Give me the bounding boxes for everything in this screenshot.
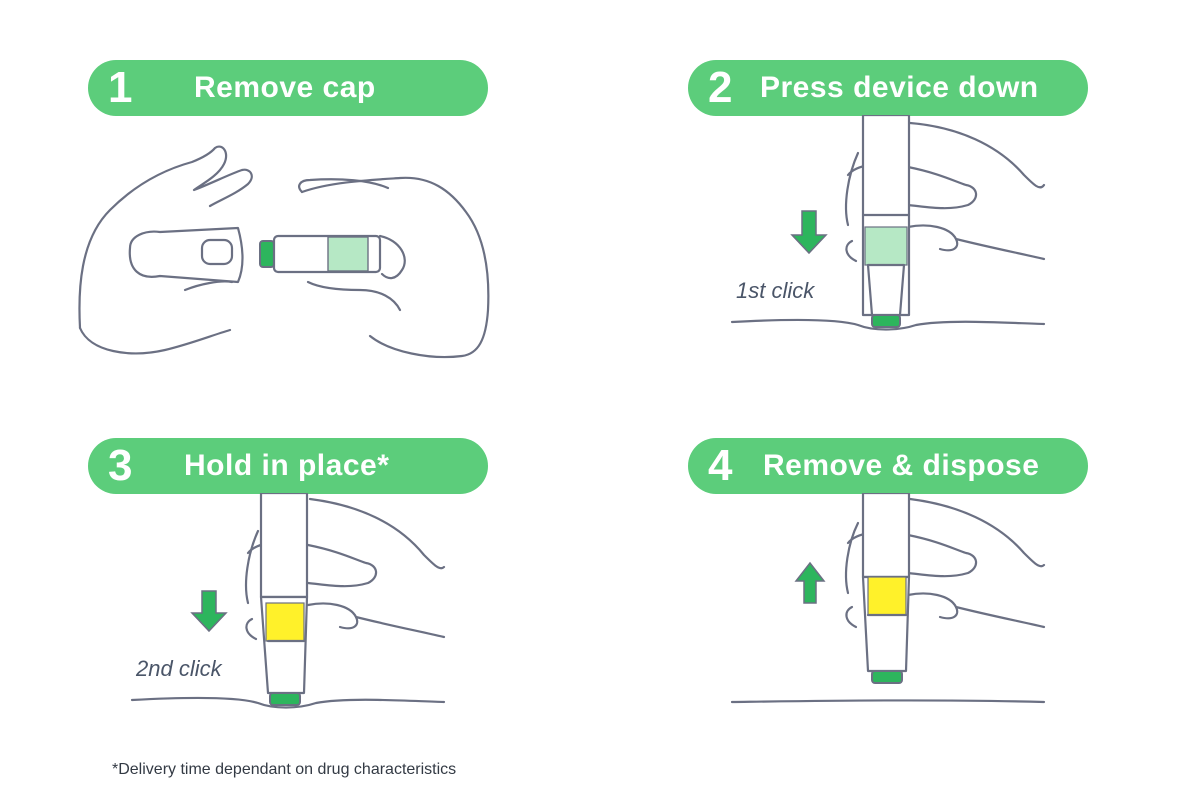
skin-line — [130, 696, 446, 709]
arrow-up-icon — [794, 561, 826, 604]
skin-line — [730, 318, 1046, 331]
device-window — [864, 226, 908, 266]
step-2-title: Press device down — [760, 71, 1039, 104]
step-3-illustration — [130, 493, 446, 709]
step-3-header: 3 Hold in place* — [88, 438, 488, 494]
footnote: *Delivery time dependant on drug charact… — [112, 761, 457, 778]
second-click-label: 2nd click — [136, 656, 222, 681]
device-window — [265, 602, 305, 642]
step-3-number: 3 — [108, 441, 133, 490]
device-tip — [259, 240, 275, 268]
device-tip — [269, 692, 301, 706]
step-1-header: 1 Remove cap — [88, 60, 488, 116]
skin-line — [730, 699, 1046, 704]
device-tip — [871, 670, 903, 684]
step-4-illustration — [730, 493, 1046, 704]
autoinjector-body — [259, 493, 309, 599]
device-tip — [871, 314, 901, 328]
step-1-title: Remove cap — [194, 71, 376, 104]
step-2-header: 2 Press device down — [688, 60, 1088, 116]
step-1-number: 1 — [108, 63, 133, 112]
step-3-title: Hold in place* — [184, 449, 390, 482]
autoinjector-body — [861, 493, 911, 579]
device-window — [327, 236, 369, 272]
arrow-down-icon — [790, 210, 828, 255]
device-window — [867, 576, 907, 616]
step-4-number: 4 — [708, 441, 733, 490]
step-1-illustration — [78, 145, 490, 359]
arrow-down-icon — [190, 590, 228, 633]
step-4-title: Remove & dispose — [763, 449, 1040, 482]
step-2-number: 2 — [708, 63, 733, 112]
step-4-header: 4 Remove & dispose — [688, 438, 1088, 494]
first-click-label: 1st click — [736, 278, 815, 303]
step-2-illustration — [730, 115, 1046, 331]
